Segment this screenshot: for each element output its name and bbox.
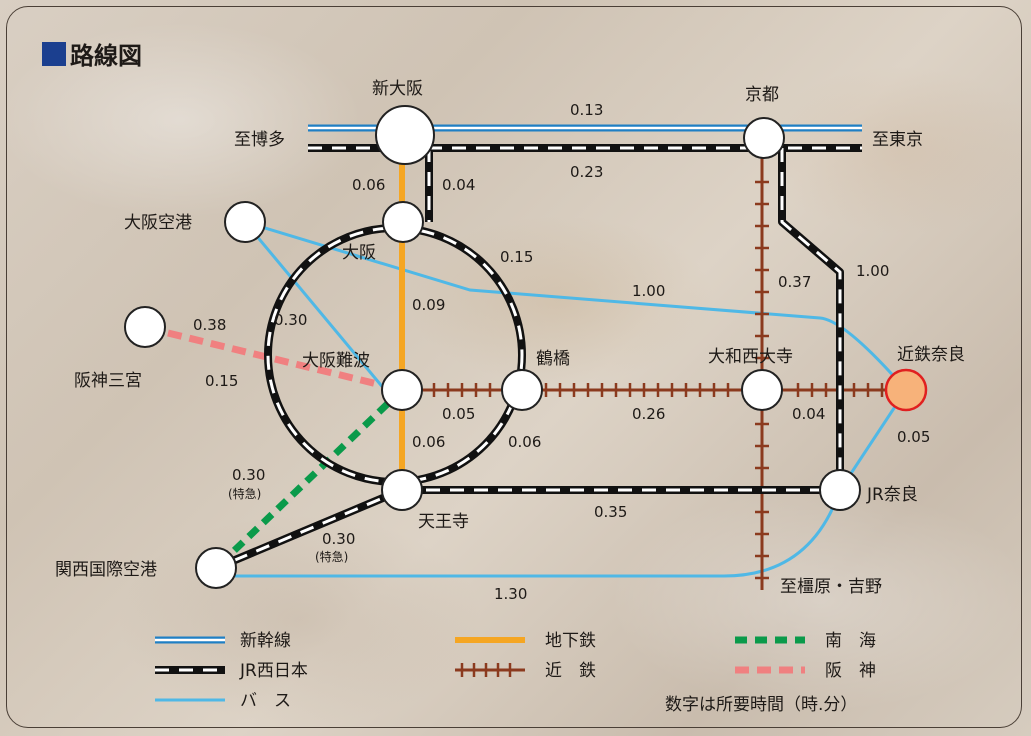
legend-hanshin-label: 阪 神 (825, 661, 876, 681)
legend: 新幹線 地下鉄 南 海 JR西日本 近 鉄 阪 神 (155, 630, 876, 715)
bus-osaka-airport-nara (243, 220, 908, 392)
station-label-hanshin-sannomiya: 阪神三宮 (74, 371, 142, 391)
legend-subway-label: 地下鉄 (545, 631, 596, 651)
station-node-kyoto[interactable] (743, 117, 785, 159)
station-label-tsuruhashi: 鶴橋 (536, 349, 570, 369)
destination-tokyo: 至東京 (872, 130, 923, 150)
time-loop-northeast: 0.15 (500, 248, 533, 266)
station-label-kansai-airport: 関西国際空港 (55, 560, 157, 580)
time-bus-nara: 0.05 (897, 428, 930, 446)
destination-hakata: 至博多 (234, 130, 285, 150)
time-kintetsu-kyoto-saidaiji: 0.37 (778, 273, 811, 291)
station-node-osaka-namba[interactable] (381, 369, 423, 411)
legend-bus-label: バ ス (240, 691, 291, 711)
station-node-osaka-airport[interactable] (224, 201, 266, 243)
time-namba-tsuruhashi: 0.05 (442, 405, 475, 423)
station-node-osaka[interactable] (382, 201, 424, 243)
station-label-kintetsu-nara: 近鉄奈良 (897, 345, 965, 365)
station-label-yamato-saidaiji: 大和西大寺 (708, 347, 793, 367)
station-label-osaka: 大阪 (342, 243, 376, 263)
time-loop-southeast: 0.06 (508, 433, 541, 451)
page-title: 路線図 (70, 42, 142, 70)
legend-note: 数字は所要時間（時.分） (665, 695, 857, 715)
destination-kashihara: 至橿原・吉野 (780, 577, 882, 597)
hanshin-line (167, 329, 403, 394)
station-node-kintetsu-nara[interactable] (884, 368, 928, 412)
station-node-shin-osaka[interactable] (375, 105, 435, 165)
time-subway-namba-tennoji: 0.06 (412, 433, 445, 451)
legend-kintetsu-swatch (455, 663, 525, 677)
station-label-jr-nara: JR奈良 (866, 485, 918, 505)
station-label-osaka-airport: 大阪空港 (124, 213, 192, 233)
station-node-tennoji[interactable] (381, 469, 423, 511)
note-jr-kix-express: (特急) (315, 549, 348, 564)
title-square-icon (42, 42, 66, 66)
station-node-jr-nara[interactable] (819, 469, 861, 511)
station-node-hanshin-sannomiya[interactable] (124, 306, 166, 348)
nankai-line (213, 387, 405, 571)
time-jr-kix: 0.30 (322, 530, 355, 548)
bus-osaka-airport-namba (243, 220, 387, 392)
time-nankai: 0.30 (232, 466, 265, 484)
time-shinkansen: 0.13 (570, 101, 603, 119)
kintetsu-lines (402, 138, 906, 590)
time-hanshin-a: 0.38 (193, 316, 226, 334)
time-subway-osaka-namba: 0.09 (412, 296, 445, 314)
station-node-tsuruhashi[interactable] (501, 369, 543, 411)
time-tsuruhashi-saidaiji: 0.26 (632, 405, 665, 423)
legend-kintetsu-label: 近 鉄 (545, 661, 596, 681)
kintetsu-ticks (432, 180, 884, 580)
note-nankai-express: (特急) (228, 486, 261, 501)
station-label-shin-osaka: 新大阪 (372, 79, 423, 99)
station-node-kansai-airport[interactable] (195, 547, 237, 589)
legend-jr-west-label: JR西日本 (239, 661, 308, 681)
station-label-tennoji: 天王寺 (418, 512, 469, 532)
station-label-osaka-namba: 大阪難波 (302, 351, 370, 371)
time-jr-kyoto-nara: 1.00 (856, 262, 889, 280)
map-frame (6, 6, 1022, 728)
time-bus-osaka-airport-nara: 1.00 (632, 282, 665, 300)
time-saidaiji-nara: 0.04 (792, 405, 825, 423)
time-hanshin-b: 0.15 (205, 372, 238, 390)
time-bus-airport-namba: 0.30 (274, 311, 307, 329)
legend-shinkansen-label: 新幹線 (240, 630, 291, 651)
station-label-kyoto: 京都 (745, 85, 779, 105)
time-subway-shin-osaka: 0.06 (352, 176, 385, 194)
legend-nankai-label: 南 海 (825, 631, 876, 651)
time-jr-shin-osaka-kyoto: 0.23 (570, 163, 603, 181)
station-node-yamato-saidaiji[interactable] (741, 369, 783, 411)
time-tennoji-jr-nara: 0.35 (594, 503, 627, 521)
time-jr-shin-osaka-osaka: 0.04 (442, 176, 475, 194)
time-bus-kix: 1.30 (494, 585, 527, 603)
